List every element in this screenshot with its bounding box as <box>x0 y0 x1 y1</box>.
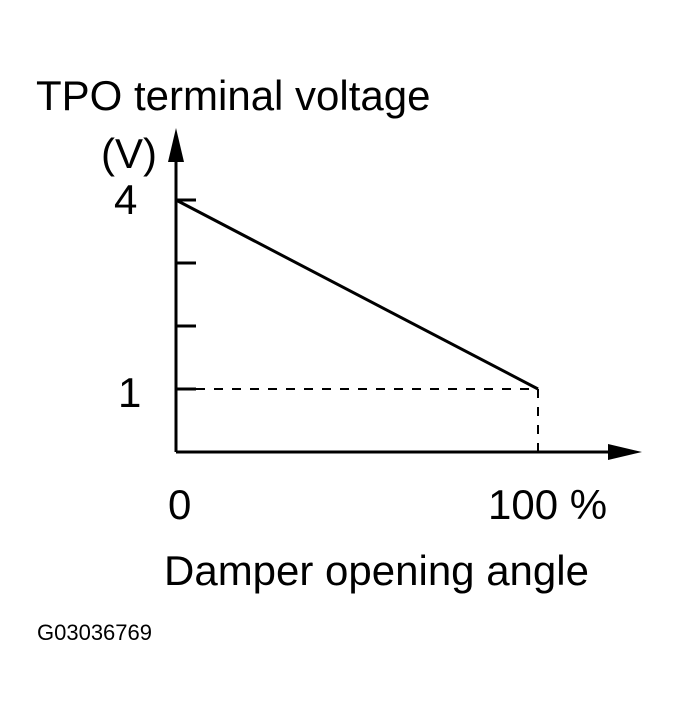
y-tick-label: 4 <box>114 176 137 223</box>
x-axis-arrow-icon <box>608 444 642 460</box>
y-axis-label: TPO terminal voltage <box>36 72 431 119</box>
x-tick-label: 0 <box>168 481 191 528</box>
figure-id: G03036769 <box>37 620 152 645</box>
x-tick-label: 100 % <box>488 481 607 528</box>
y-tick-marks <box>176 198 196 391</box>
y-axis-unit: (V) <box>101 130 157 177</box>
series-line <box>175 198 539 391</box>
y-axis-arrow-icon <box>168 128 184 162</box>
y-tick-label: 1 <box>118 369 141 416</box>
x-axis-label: Damper opening angle <box>164 547 589 594</box>
